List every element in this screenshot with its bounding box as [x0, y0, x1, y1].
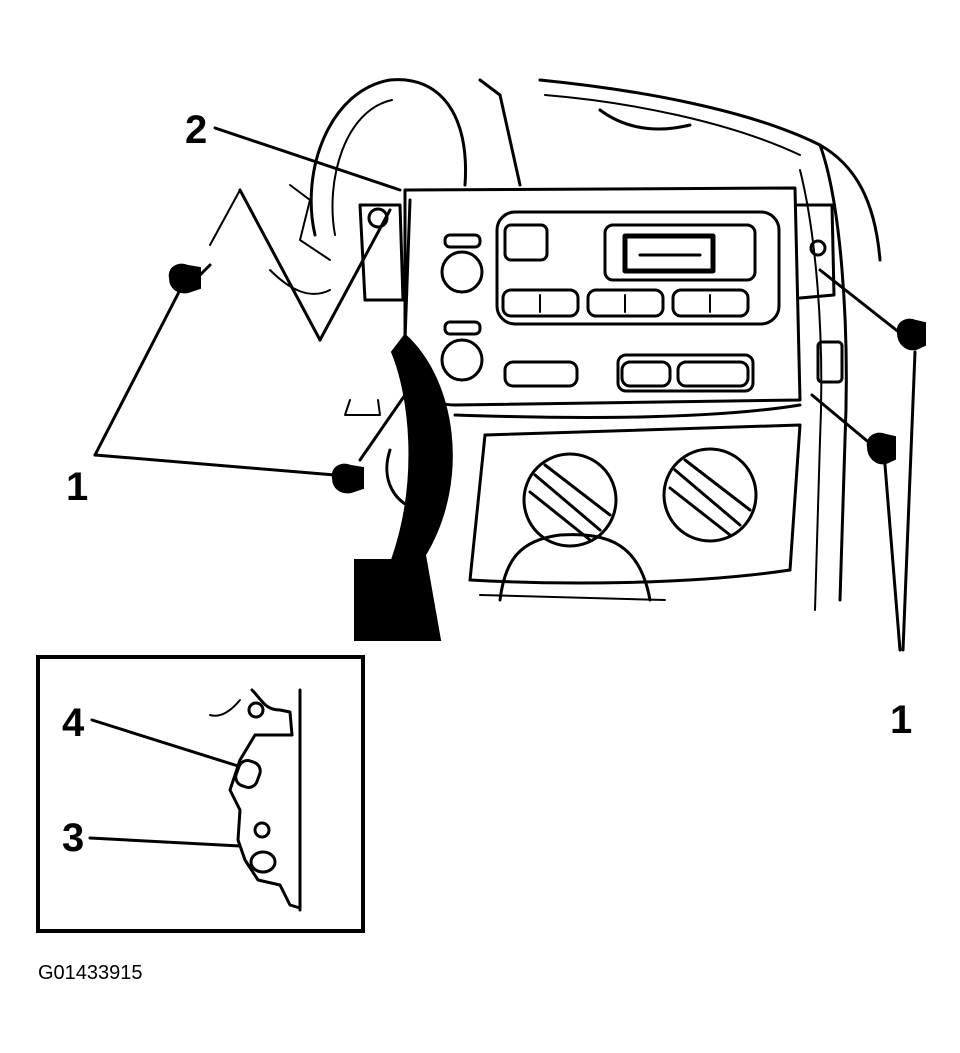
callout-label-4: 4: [62, 701, 85, 745]
callout-2-leader: [213, 126, 402, 192]
screw-upper-left: [168, 263, 212, 294]
dashboard-background: [269, 78, 882, 611]
screw-lower-right: [866, 432, 896, 465]
removal-direction-arrow: [354, 333, 453, 641]
screw-lower-left: [331, 463, 364, 494]
screw-upper-right: [896, 318, 926, 351]
callout-label-3: 3: [62, 816, 84, 860]
detail-inset: [36, 655, 365, 933]
figure-id: G01433915: [38, 962, 143, 984]
callout-label-2: 2: [185, 108, 207, 152]
callout-label-1-left: 1: [66, 465, 88, 509]
callout-1-leaders-right: [810, 268, 917, 652]
callout-label-1-right: 1: [890, 698, 912, 742]
callout-1-leaders-left: [93, 188, 407, 477]
